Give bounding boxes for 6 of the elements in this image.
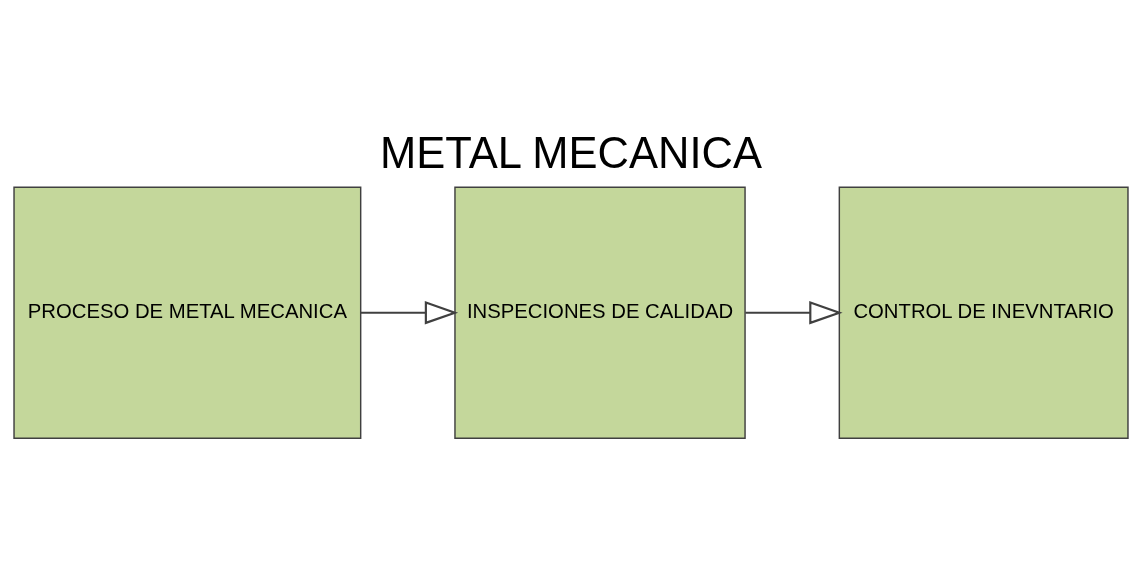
arrow	[360, 301, 459, 325]
node-box: CONTROL DE INEVNTARIO	[838, 186, 1129, 439]
diagram-title: METAL MECANICA	[380, 129, 762, 178]
node-box: PROCESO DE METAL MECANICA	[13, 186, 362, 439]
arrow	[745, 301, 843, 325]
node-box: INSPECIONES DE CALIDAD	[454, 186, 746, 439]
